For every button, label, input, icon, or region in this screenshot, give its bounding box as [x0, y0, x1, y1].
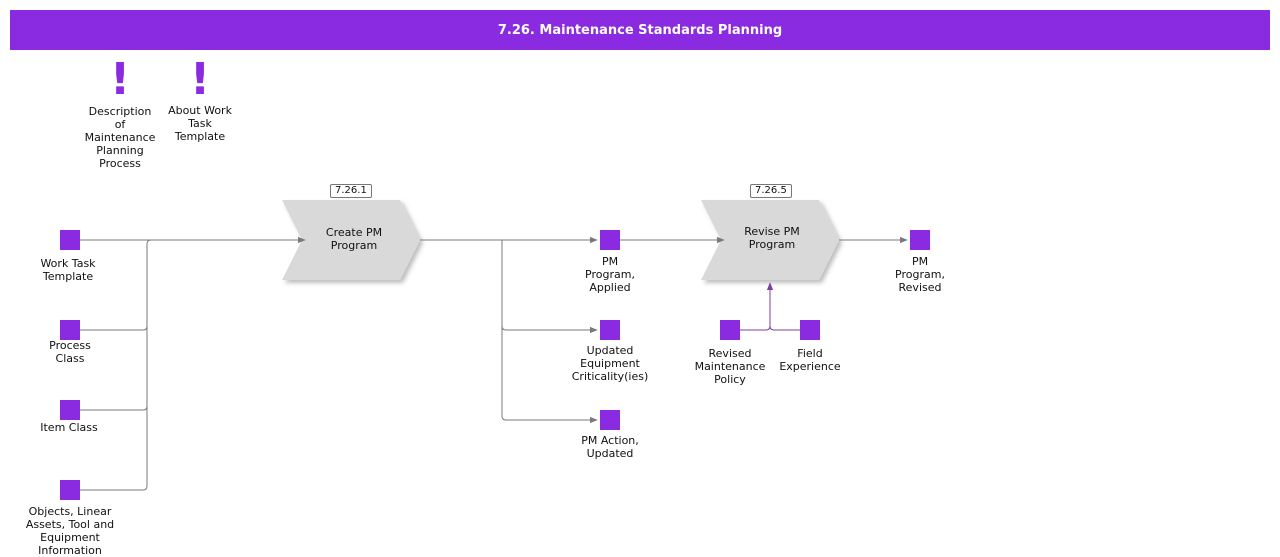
- input-node-item-class[interactable]: [60, 400, 80, 420]
- control-node-field-experience[interactable]: [800, 320, 820, 340]
- input-label-objects: Objects, Linear Assets, Tool and Equipme…: [25, 505, 115, 557]
- output-label-pm-action-updated: PM Action, Updated: [581, 434, 639, 460]
- exclamation-icon[interactable]: !: [110, 54, 131, 105]
- process-ref-7-26-1: 7.26.1: [330, 184, 372, 198]
- input-label-item-class: Item Class: [40, 421, 98, 434]
- note-label-description[interactable]: Description of Maintenance Planning Proc…: [84, 105, 156, 170]
- connector-objects: [80, 406, 148, 491]
- output-node-pm-action-updated[interactable]: [600, 410, 620, 430]
- process-ref-7-26-5: 7.26.5: [750, 184, 792, 198]
- diagram-title: 7.26. Maintenance Standards Planning: [10, 10, 1270, 50]
- connector-field-experience: [769, 325, 800, 331]
- connector-process-class: [80, 239, 152, 331]
- process-create-pm-program-shape[interactable]: [282, 200, 420, 280]
- process-label-revise-pm-program[interactable]: Revise PM Program: [744, 225, 800, 251]
- output-node-updated-criticality[interactable]: [600, 320, 620, 340]
- control-node-revised-policy[interactable]: [720, 320, 740, 340]
- process-label-create-pm-program[interactable]: Create PM Program: [325, 226, 383, 252]
- input-node-objects[interactable]: [60, 480, 80, 500]
- output-node-pm-program-revised[interactable]: [910, 230, 930, 250]
- control-label-field-experience: Field Experience: [779, 347, 841, 373]
- input-node-process-class[interactable]: [60, 320, 80, 340]
- output-label-pm-program-revised: PM Program, Revised: [895, 255, 945, 294]
- output-label-updated-criticality: Updated Equipment Criticality(ies): [571, 344, 649, 383]
- process-revise-pm-program-shape[interactable]: [701, 200, 839, 280]
- connector-revised-policy: [740, 282, 774, 331]
- output-label-pm-program-applied: PM Program, Applied: [585, 255, 635, 294]
- output-node-pm-program-applied[interactable]: [600, 230, 620, 250]
- input-node-work-task-template[interactable]: [60, 230, 80, 250]
- connector-pm-action-updated: [501, 326, 598, 424]
- control-label-revised-policy: Revised Maintenance Policy: [694, 347, 766, 386]
- note-label-about-work-task[interactable]: About Work Task Template: [168, 104, 232, 143]
- exclamation-icon[interactable]: !: [190, 54, 211, 105]
- input-label-work-task-template: Work Task Template: [40, 257, 96, 283]
- input-label-process-class: Process Class: [49, 339, 91, 365]
